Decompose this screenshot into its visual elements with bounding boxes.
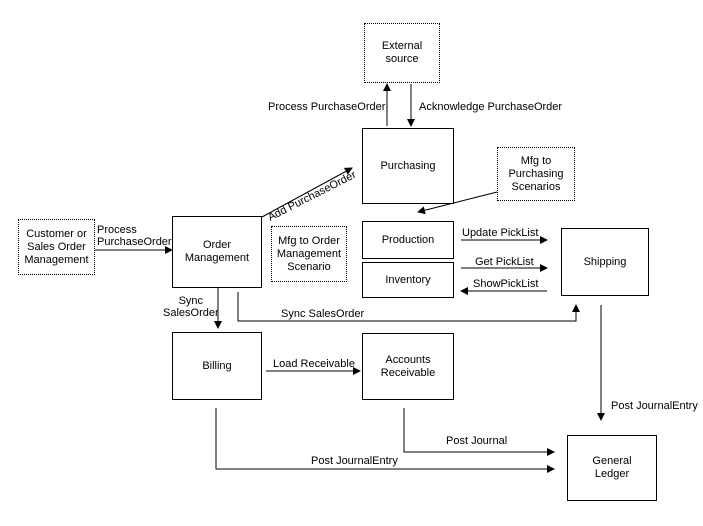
inventory-node: Inventory	[362, 262, 454, 298]
label-acknowledge-purchase-order: Acknowledge PurchaseOrder	[419, 101, 563, 113]
external-source-node: External source	[364, 23, 440, 83]
production-node: Production	[362, 221, 454, 259]
general-ledger-node: General Ledger	[567, 435, 657, 501]
label-update-picklist: Update PickList	[462, 227, 539, 239]
label-sync-salesorder-right: Sync SalesOrder	[281, 308, 365, 320]
label-sync-salesorder-down: Sync SalesOrder	[163, 295, 219, 319]
arrow-add-purchase-order	[261, 167, 353, 218]
accounts-receivable-node: Accounts Receivable	[362, 333, 454, 400]
arrow-post-journal	[403, 408, 555, 456]
label-show-picklist: ShowPickList	[473, 278, 539, 290]
label-process-purchase-order-left: Process PurchaseOrder	[97, 224, 172, 248]
label-get-picklist: Get PickList	[475, 256, 534, 268]
mfg-to-order-management-scenario-node: Mfg to Order Management Scenario	[271, 226, 347, 282]
label-process-purchase-order-up: Process PurchaseOrder	[268, 101, 386, 113]
purchasing-node: Purchasing	[362, 128, 454, 204]
label-post-journalentry-shipping: Post JournalEntry	[611, 400, 698, 412]
arrow-mfg-to-production	[417, 191, 498, 215]
mfg-to-purchasing-scenarios-node: Mfg to Purchasing Scenarios	[497, 147, 575, 201]
arrow-post-journalentry-billing	[215, 408, 555, 473]
customer-sales-order-management-node: Customer or Sales Order Management	[18, 219, 95, 275]
billing-node: Billing	[172, 332, 262, 400]
arrow-sync-salesorder-right	[237, 292, 580, 322]
label-post-journalentry-billing: Post JournalEntry	[311, 455, 398, 467]
label-post-journal: Post Journal	[446, 435, 508, 447]
order-management-node: Order Management	[172, 216, 262, 288]
label-load-receivable: Load Receivable	[273, 358, 355, 370]
shipping-node: Shipping	[561, 228, 649, 296]
